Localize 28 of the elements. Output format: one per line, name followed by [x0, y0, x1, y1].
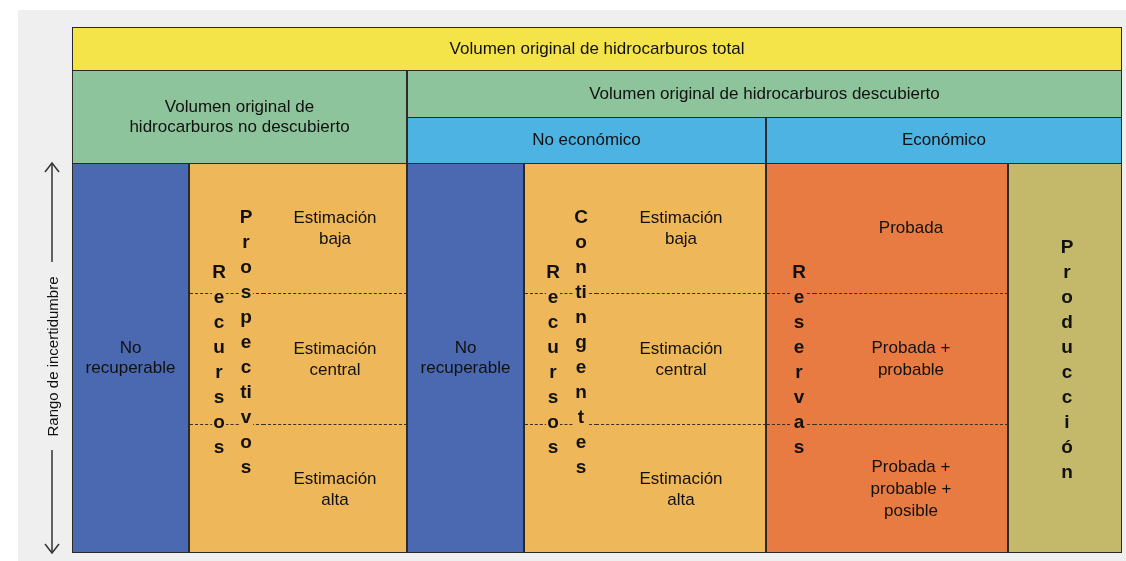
cell-text: Probada + probable [870, 337, 952, 381]
cell-text: Probada + probable + posible [869, 456, 953, 522]
cell-text: Estimación alta [638, 468, 724, 510]
axis-label: Rango de incertidumbre [43, 275, 61, 437]
header-text: Volumen original de hidrocarburos no descubierto [128, 96, 351, 138]
header-text: No económico [531, 130, 642, 151]
cell-text: Estimación central [292, 338, 378, 380]
header-text: Volumen original de hidrocarburos total [448, 38, 746, 60]
cell-text: Estimación alta [292, 468, 378, 510]
category-cell [1008, 163, 1122, 553]
category-cell [524, 163, 766, 553]
cell-text: Estimación baja [638, 207, 724, 249]
category-cell [189, 163, 407, 553]
header-cell [72, 70, 407, 164]
category-cell [407, 163, 524, 553]
cell-text: Estimación baja [292, 207, 378, 249]
cell-text: No recuperable [84, 337, 177, 379]
category-cell [766, 163, 1008, 553]
header-cell [407, 117, 766, 164]
cell-text: No recuperable [419, 337, 512, 379]
header-cell [407, 70, 1122, 118]
category-cell [72, 163, 189, 553]
cell-text: Probada [878, 217, 944, 239]
cell-text: Estimación central [638, 338, 724, 380]
header-cell [766, 117, 1122, 164]
header-cell [72, 27, 1122, 71]
header-text: Volumen original de hidrocarburos descubierto [588, 83, 941, 105]
header-text: Económico [900, 130, 988, 151]
